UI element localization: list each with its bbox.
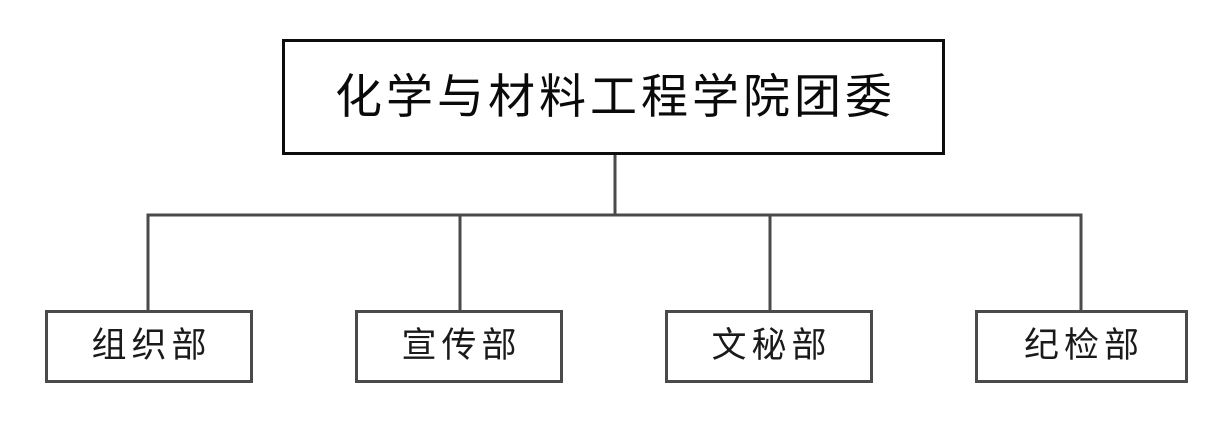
org-node-publicity-department[interactable]: 宣传部 bbox=[355, 310, 563, 383]
org-node-label: 组织部 bbox=[91, 326, 212, 366]
org-node-organization-department[interactable]: 组织部 bbox=[45, 310, 253, 383]
org-node-label: 宣传部 bbox=[401, 326, 522, 366]
org-node-secretarial-department[interactable]: 文秘部 bbox=[665, 310, 873, 383]
org-node-label: 纪检部 bbox=[1023, 326, 1144, 366]
org-node-label: 文秘部 bbox=[711, 326, 832, 366]
org-node-root-label: 化学与材料工程学院团委 bbox=[335, 69, 896, 125]
org-node-root[interactable]: 化学与材料工程学院团委 bbox=[282, 39, 945, 155]
org-node-discipline-inspection-department[interactable]: 纪检部 bbox=[975, 310, 1188, 383]
